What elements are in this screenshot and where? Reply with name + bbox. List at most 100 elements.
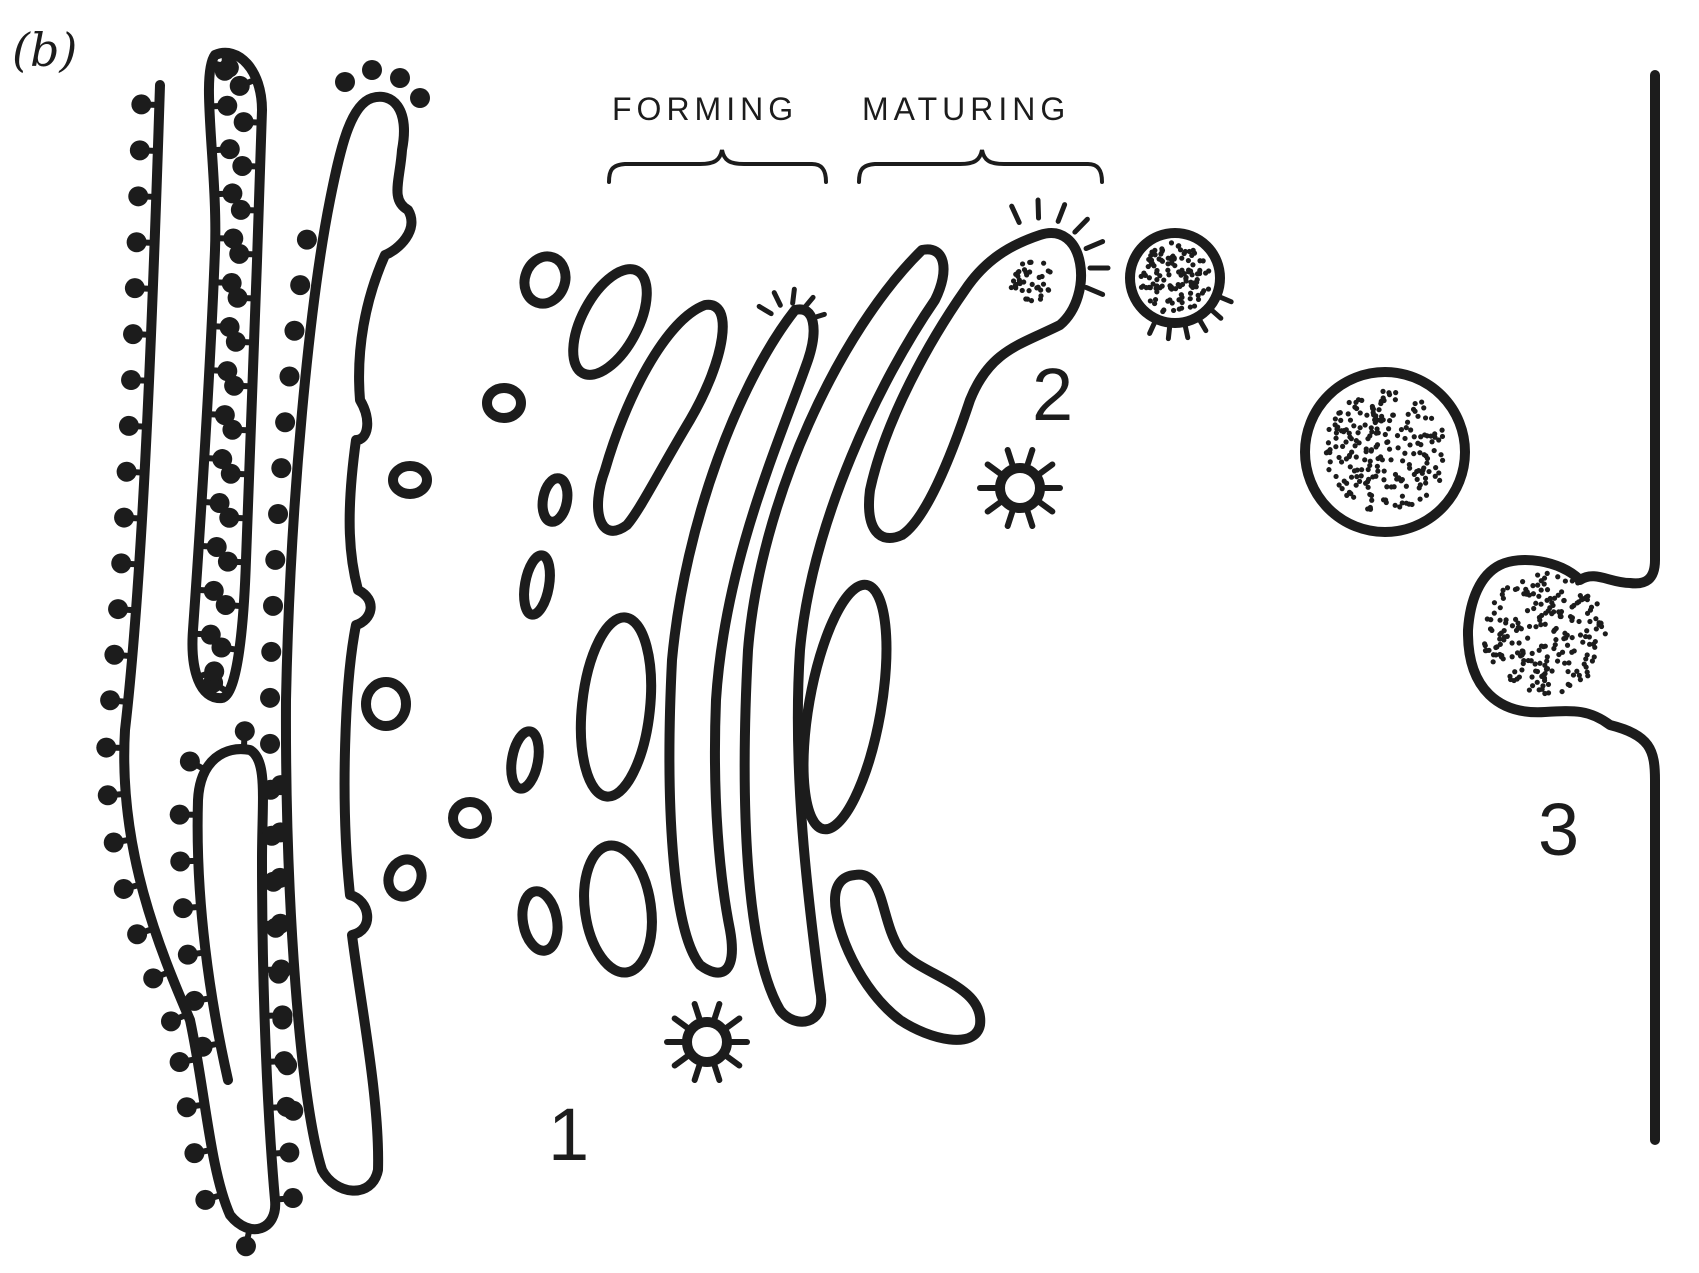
vesicle (518, 889, 562, 954)
ribosome (260, 688, 280, 708)
ribosome (268, 504, 288, 524)
ribosome (100, 690, 120, 710)
ribosome (279, 1142, 299, 1162)
golgi-cisterna (576, 841, 659, 977)
ribosome (204, 581, 224, 601)
ribosome (266, 918, 286, 938)
plasma-membrane-line (1468, 75, 1655, 1140)
transport-vesicles (366, 251, 572, 954)
secretory-granule-content (1009, 260, 1053, 304)
vesicle (487, 388, 521, 418)
step-2-label: 2 (1032, 353, 1073, 436)
maturing-label: MATURING (862, 91, 1070, 127)
ribosome (201, 625, 221, 645)
ribosome (335, 72, 355, 92)
vesicle (453, 802, 487, 834)
ribosome (121, 370, 141, 390)
ribosome (170, 851, 190, 871)
ribosome (235, 721, 255, 741)
step-1-label: 1 (548, 1093, 589, 1176)
golgi-stack (558, 200, 1231, 1040)
coated-vesicle (667, 1004, 747, 1080)
ribosome (161, 1011, 181, 1031)
ribosome (204, 661, 224, 681)
ribosome (277, 1055, 297, 1075)
vesicle (518, 251, 572, 310)
ribosome (173, 898, 193, 918)
ribosome (275, 412, 295, 432)
ribosome (297, 230, 317, 250)
ribosome (220, 139, 240, 159)
ribosome (283, 1101, 303, 1121)
ribosome (114, 508, 134, 528)
ribosome (104, 833, 124, 853)
ribosome (127, 232, 147, 252)
ribosome (236, 1236, 256, 1256)
ribosome (104, 645, 124, 665)
ribosome (230, 76, 250, 96)
ribosome (123, 324, 143, 344)
ribosome (284, 321, 304, 341)
ribosome (111, 553, 131, 573)
ribosome (127, 924, 147, 944)
ribosome (217, 361, 237, 381)
ribosome (212, 449, 232, 469)
ribosome (170, 805, 190, 825)
ribosome (180, 751, 200, 771)
ribosome (261, 780, 281, 800)
ribosome (260, 734, 280, 754)
ribosome (130, 140, 150, 160)
ribosome (271, 458, 291, 478)
forming-brace (609, 150, 826, 182)
ribosome (128, 186, 148, 206)
ribosome (125, 278, 145, 298)
ribosome (184, 1143, 204, 1163)
ribosome (272, 1009, 292, 1029)
ribosome (269, 964, 289, 984)
panel-label: (b) (12, 23, 77, 77)
ribosome (220, 317, 240, 337)
rough-er (96, 53, 430, 1256)
vesicle (366, 682, 406, 726)
ribosome (222, 183, 242, 203)
vesicle (382, 854, 427, 902)
ribosome (143, 968, 163, 988)
maturing-brace (859, 150, 1102, 182)
golgi-cisterna (573, 614, 659, 800)
ribosome (184, 991, 204, 1011)
ribosome (117, 462, 137, 482)
step-3-label: 3 (1538, 788, 1579, 871)
vesicle (520, 553, 554, 616)
ribosome (193, 1037, 213, 1057)
forming-label: FORMING (612, 91, 798, 127)
ribosome (222, 273, 242, 293)
secretory-granules (1130, 233, 1465, 532)
ribosome (263, 596, 283, 616)
ribosome (263, 872, 283, 892)
plasma-membrane (1468, 75, 1655, 1140)
golgi-cisterna (835, 875, 980, 1040)
ribosome (234, 112, 254, 132)
ribosome (410, 88, 430, 108)
ribosome (217, 96, 237, 116)
ribosome (170, 1052, 190, 1072)
ribosome (219, 58, 239, 78)
ribosome (215, 405, 235, 425)
ribosome (177, 1097, 197, 1117)
vesicle (507, 729, 543, 791)
ribosome (96, 738, 116, 758)
ribosome (195, 1190, 215, 1210)
ribosome (119, 416, 139, 436)
coated-vesicle (980, 450, 1060, 526)
ribosome (283, 1188, 303, 1208)
ribosome (265, 550, 285, 570)
ribosome (207, 537, 227, 557)
ribosome (223, 228, 243, 248)
ribosome (178, 945, 198, 965)
ribosome (131, 94, 151, 114)
er-cisterna-right (286, 97, 412, 1191)
ribosome (279, 366, 299, 386)
region-labels: FORMING MATURING (609, 91, 1102, 182)
ribosome (114, 879, 134, 899)
ribosome (362, 60, 382, 80)
